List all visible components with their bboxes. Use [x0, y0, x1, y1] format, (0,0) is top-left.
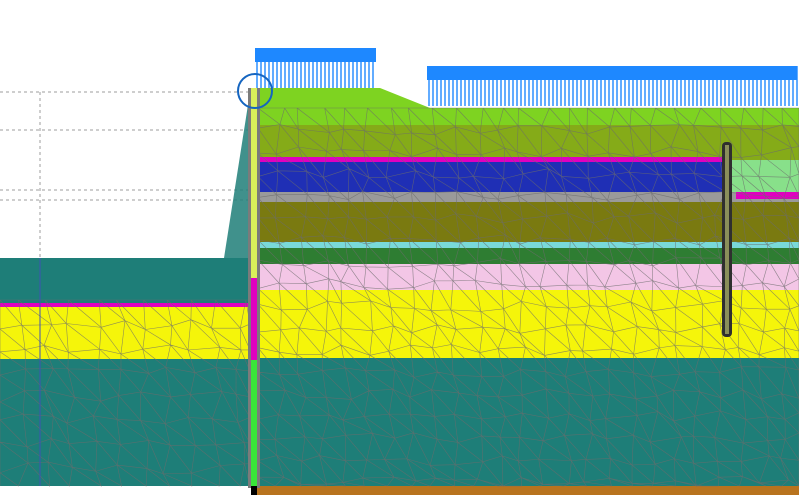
- rear-anchor-pile[interactable]: [722, 142, 732, 337]
- excavation-magenta-line: [0, 303, 250, 307]
- wall-toe: [251, 486, 257, 495]
- excavation-soil: [0, 307, 250, 359]
- wall-upper-segment: [251, 88, 257, 278]
- pink-layer: [255, 264, 799, 290]
- water-pressure-diagram: [224, 92, 250, 258]
- fe-mesh: [0, 107, 799, 487]
- wall-magenta-segment: [251, 278, 257, 360]
- magenta-thin-band: [255, 157, 725, 162]
- mesh-region: [0, 299, 251, 487]
- wall-lower-segment: [251, 360, 257, 486]
- mesh-region: [257, 107, 799, 487]
- dark-green-layer: [255, 248, 799, 264]
- retaining-wall[interactable]: [237, 73, 273, 495]
- teal-base-layer: [255, 358, 799, 486]
- cyan-thin-layer: [255, 242, 799, 248]
- gray-layer: [255, 192, 799, 202]
- olive-layer: [255, 202, 799, 242]
- excavation-teal-base: [0, 359, 250, 486]
- right-magenta-band: [736, 192, 799, 199]
- excavation-side: [0, 92, 250, 486]
- surface-loads: [255, 48, 798, 106]
- brown-bottom-layer: [255, 486, 799, 495]
- wall-head-marker: [237, 73, 273, 109]
- excavation-water: [0, 258, 250, 303]
- rear-pile-core: [725, 145, 729, 334]
- blue-layer: [255, 162, 725, 192]
- construction-lines: [0, 91, 250, 258]
- soil-layers-right: [255, 88, 799, 495]
